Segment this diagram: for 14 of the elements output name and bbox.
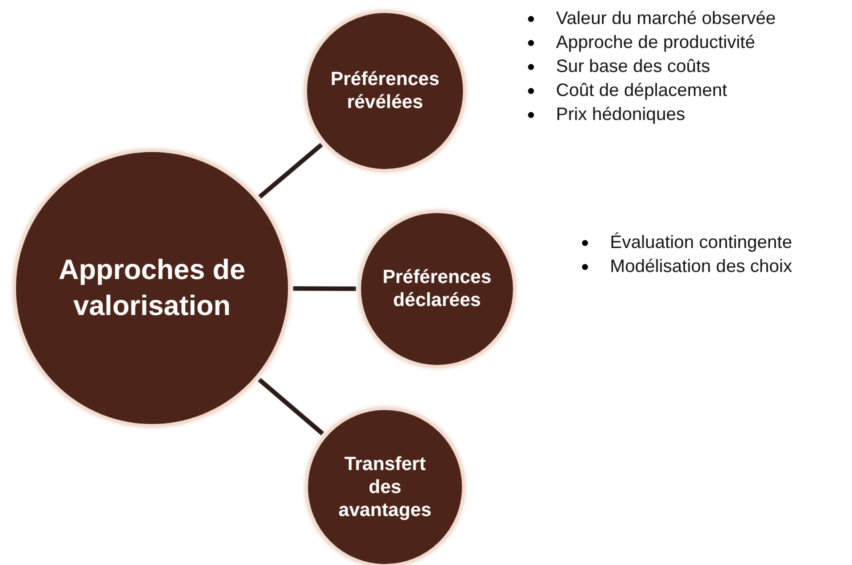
node-label: Transfert des avantages — [338, 452, 432, 522]
list-item-text: Valeur du marché observée — [555, 7, 777, 30]
node-label: Préférences déclarées — [382, 266, 492, 312]
list-item-text: Sur base des coûts — [555, 55, 712, 78]
list-item-text: Approche de productivité — [555, 31, 756, 54]
connector-line — [258, 378, 324, 436]
list-item-text: Évaluation contingente — [609, 231, 794, 254]
list-item-text: Prix hédoniques — [555, 103, 686, 126]
node-label: Préférences révélées — [330, 68, 440, 114]
list-item-text: Coût de déplacement — [555, 79, 728, 102]
connector-line — [258, 142, 324, 199]
node-label: Approches de valorisation — [58, 253, 246, 323]
list-item-text: Modélisation des choix — [609, 255, 794, 278]
connector-line — [293, 286, 356, 291]
